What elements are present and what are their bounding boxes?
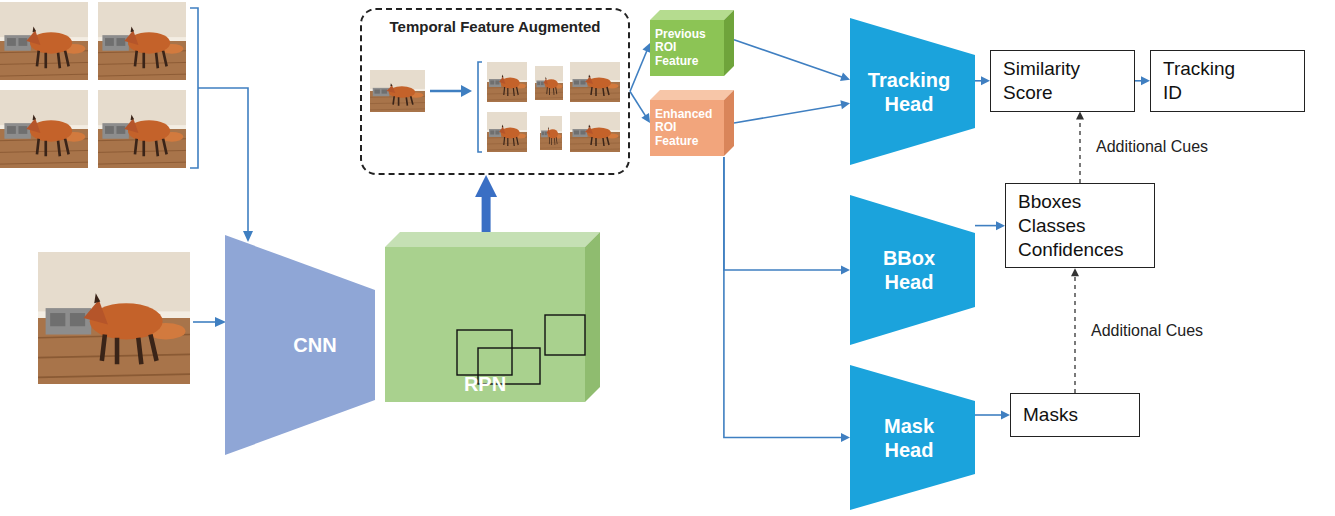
roi-crops [370,62,620,152]
arrow-head [1141,76,1150,85]
arrow-head [1071,268,1079,276]
node-text: BBox Head [860,246,958,294]
node-text: Mask Head [860,414,958,462]
augment-arrow [430,90,462,93]
illustration-part [0,2,88,80]
arrow-head [840,73,850,82]
connector [734,40,843,78]
head-trapezoid: Tracking Head [850,18,975,165]
connector [724,157,843,270]
edge-label: Additional Cues [1089,322,1205,340]
illustration-part [540,116,562,150]
node-text: Tracking Head [860,68,958,116]
illustration-part [535,66,563,100]
connector [1074,275,1075,393]
process-box: Tracking ID [1150,50,1305,112]
connector [724,157,843,438]
arrow-head [841,266,850,275]
illustration-part [487,112,527,152]
connector [482,193,491,232]
node-text: CNN [293,333,336,357]
text-holder: BBox Head [860,195,958,345]
connector [975,414,1003,416]
arrow-head [475,175,497,197]
illustration-part [98,90,186,168]
shape-outline [850,195,975,345]
node-text: Masks [1023,403,1127,427]
head-trapezoid: Mask Head [850,365,975,510]
node-text: Bboxes Classes Confidences [1018,190,1136,261]
arrow-head [461,85,472,97]
arrow-head [1076,112,1084,120]
node-text: Tracking ID [1163,57,1251,105]
cnn-trapezoid: CNN [225,235,375,455]
text-holder: Enhanced ROI Feature [650,100,724,156]
text-holder: RPN [385,372,585,396]
dashed-group-box: Temporal Feature Augmented [360,8,630,175]
arrow-head [243,231,253,242]
illustration-part [98,2,186,80]
connector [975,225,998,227]
arrow-head [840,100,850,109]
illustration-part [487,62,527,102]
node-text: Enhanced ROI Feature [655,108,719,148]
illustration-part [570,112,620,152]
crop-bracket [478,62,482,152]
shape-outline [850,18,975,165]
text-holder: Tracking Head [860,18,958,165]
connector [1079,118,1080,183]
frame-bracket [190,8,248,232]
feature-cube: Previous ROI Feature [650,10,734,76]
arrow-head [841,433,850,442]
illustration-part [570,62,620,102]
arrow-head [641,113,650,123]
node-text: RPN [385,372,585,396]
illustration-part [190,8,198,168]
text-holder: CNN [265,235,365,455]
arrow-head [1001,411,1010,420]
arrow-head [996,221,1005,230]
head-trapezoid: BBox Head [850,195,975,345]
process-box: Similarity Score [990,50,1135,112]
connector [630,50,647,92]
text-holder: Previous ROI Feature [650,20,724,76]
process-box: Bboxes Classes Confidences [1005,183,1155,268]
illustration-part [0,90,88,168]
arrow-head [642,43,650,53]
shape-outline [850,365,975,510]
node-text: Similarity Score [1003,57,1122,105]
feature-cube: Enhanced ROI Feature [650,90,734,156]
node-text: Previous ROI Feature [655,28,719,68]
text-holder: Mask Head [860,365,958,510]
node-text: Temporal Feature Augmented [362,18,628,35]
illustration-part [198,88,248,232]
connector [630,92,646,117]
rpn-block: RPN [385,232,600,402]
edge-label: Additional Cues [1094,138,1210,156]
connector [734,105,843,124]
arrow-head [981,76,990,85]
input-arrow [193,321,216,323]
illustration-part [370,70,425,112]
input-frames [0,2,186,168]
process-box: Masks [1010,393,1140,437]
arrow-head [215,317,226,327]
current-frame [38,252,190,384]
